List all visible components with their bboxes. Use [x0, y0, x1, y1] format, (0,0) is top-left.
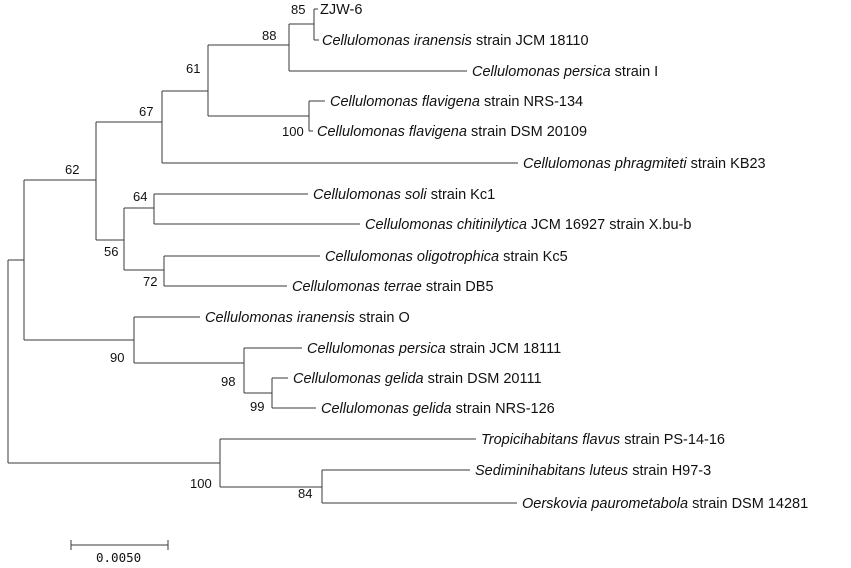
taxon-label: Cellulomonas chitinilytica JCM 16927 str…	[365, 217, 691, 233]
taxon-label-zjw6: ZJW-6	[320, 2, 362, 18]
scale-bar: 0.0050	[70, 540, 169, 565]
bootstrap-values: 85 88 61 100 67 62 64 56 72 90 98 99 100…	[65, 2, 312, 501]
scale-bar-label: 0.0050	[96, 550, 141, 565]
bootstrap-value: 90	[110, 350, 124, 365]
taxon-label: Cellulomonas gelida strain DSM 20111	[293, 371, 542, 387]
bootstrap-value: 84	[298, 486, 312, 501]
taxon-label: Cellulomonas gelida strain NRS-126	[321, 401, 555, 417]
bootstrap-value: 67	[139, 104, 153, 119]
bootstrap-value: 64	[133, 189, 147, 204]
bootstrap-value: 85	[291, 2, 305, 17]
bootstrap-value: 100	[282, 124, 304, 139]
taxon-label: Cellulomonas iranensis strain JCM 18110	[322, 33, 589, 49]
bootstrap-value: 98	[221, 374, 235, 389]
bootstrap-value: 100	[190, 476, 212, 491]
taxon-label: Cellulomonas flavigena strain NRS-134	[330, 94, 583, 110]
taxon-label: Cellulomonas soli strain Kc1	[313, 187, 495, 203]
taxon-label: Cellulomonas iranensis strain O	[205, 310, 410, 326]
taxon-label: Cellulomonas terrae strain DB5	[292, 279, 494, 295]
bootstrap-value: 61	[186, 61, 200, 76]
tree-branches	[7, 8, 518, 504]
bootstrap-value: 56	[104, 244, 118, 259]
taxon-label: Oerskovia paurometabola strain DSM 14281	[522, 496, 808, 512]
taxon-labels: ZJW-6 Cellulomonas iranensis strain JCM …	[205, 2, 808, 512]
taxon-label: Cellulomonas oligotrophica strain Kc5	[325, 249, 568, 265]
bootstrap-value: 62	[65, 162, 79, 177]
bootstrap-value: 72	[143, 274, 157, 289]
taxon-label: Cellulomonas persica strain JCM 18111	[307, 341, 561, 357]
taxon-label: Cellulomonas phragmiteti strain KB23	[523, 156, 766, 172]
bootstrap-value: 99	[250, 399, 264, 414]
taxon-label: Cellulomonas flavigena strain DSM 20109	[317, 124, 587, 140]
bootstrap-value: 88	[262, 28, 276, 43]
taxon-label: Tropicihabitans flavus strain PS-14-16	[481, 432, 725, 448]
taxon-label: Sediminihabitans luteus strain H97-3	[475, 463, 711, 479]
taxon-label: Cellulomonas persica strain I	[472, 64, 658, 80]
